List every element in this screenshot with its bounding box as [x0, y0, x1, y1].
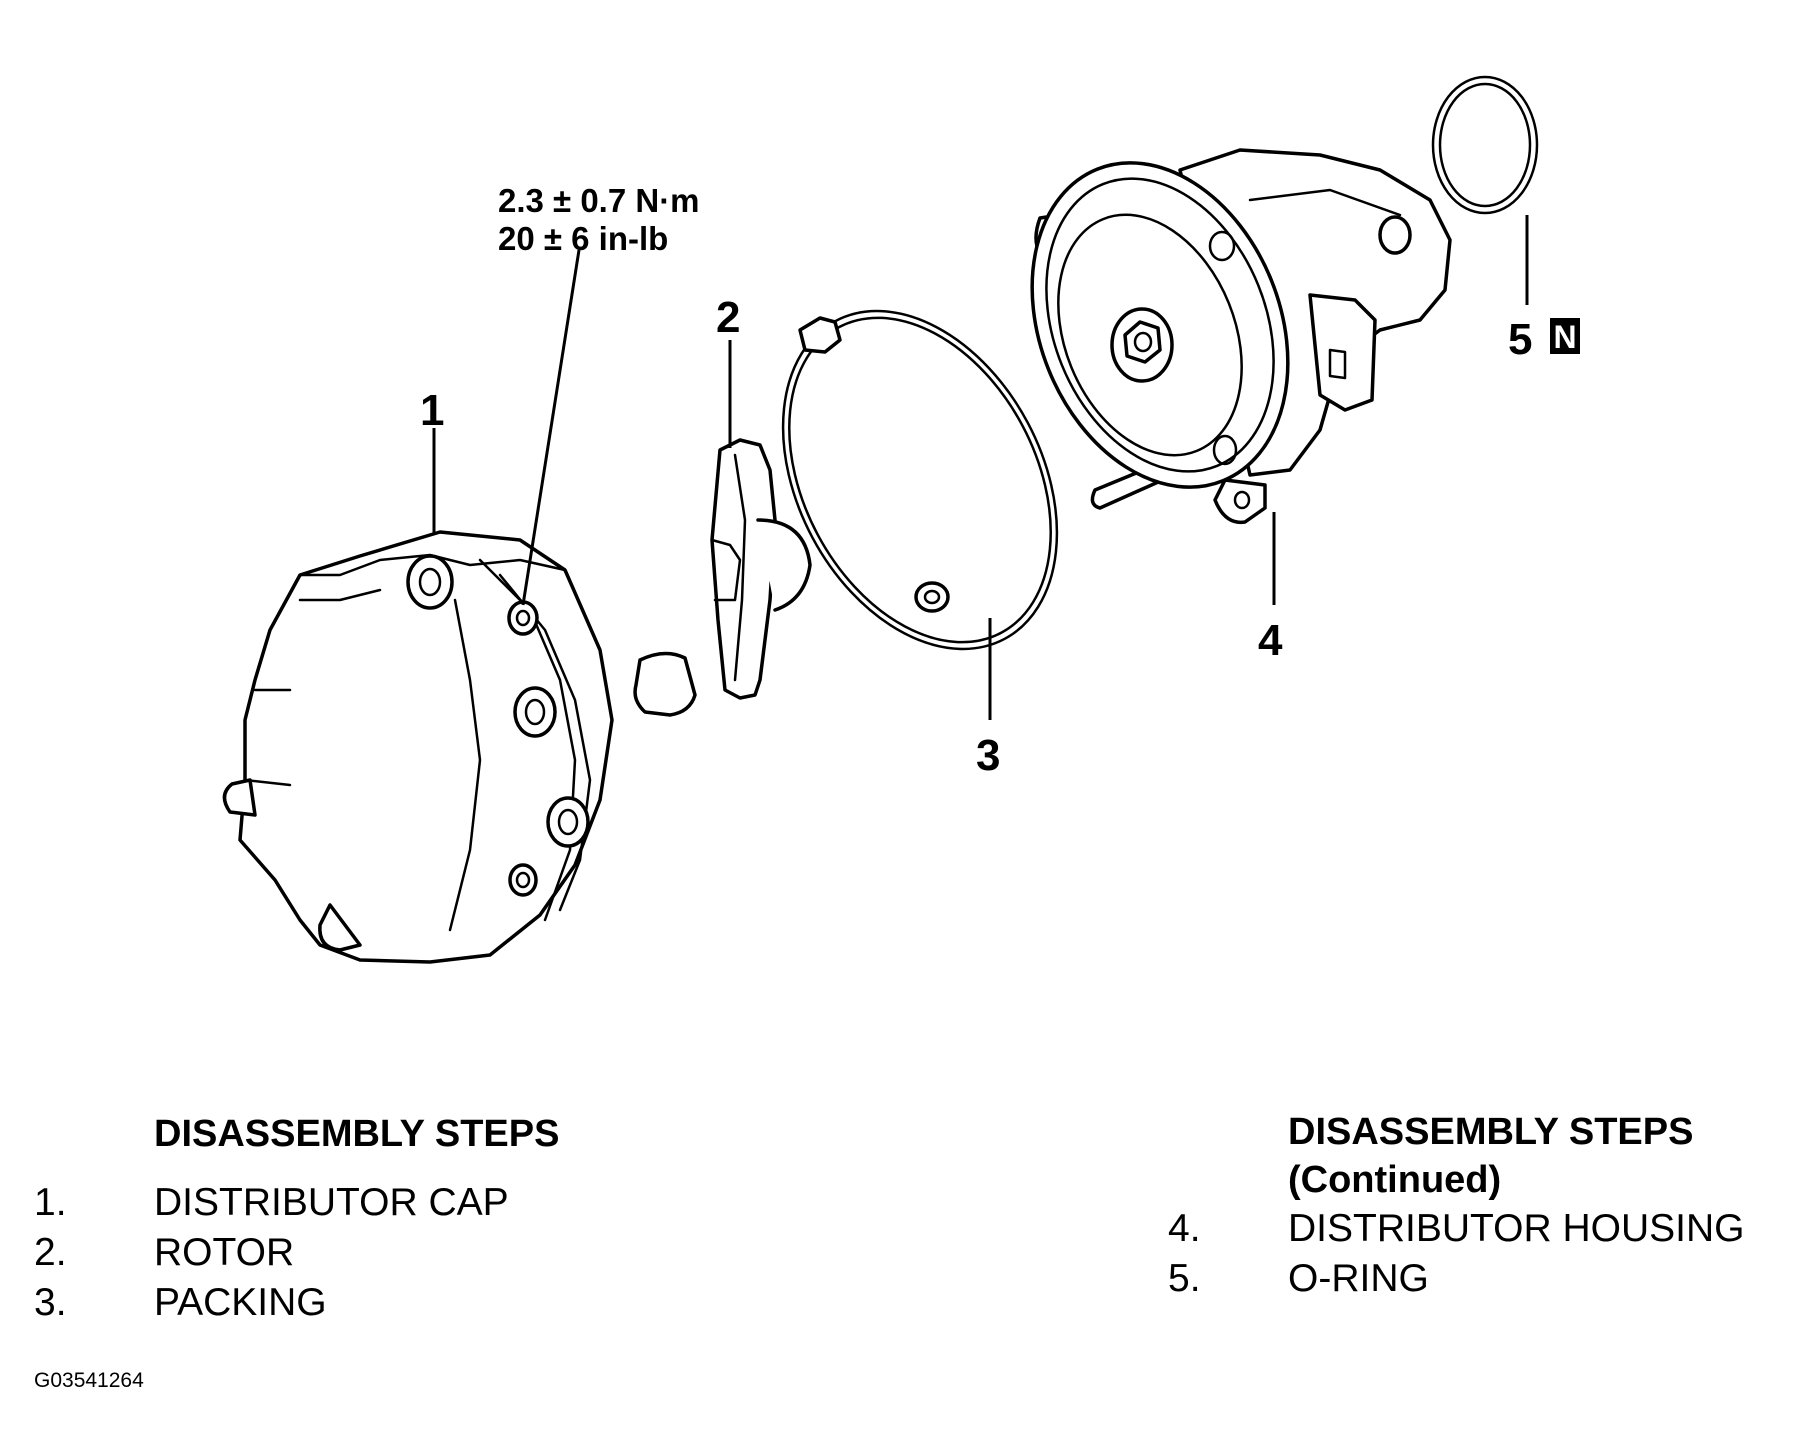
step-item: 5. O-RING — [1168, 1254, 1744, 1304]
step-item: 1. DISTRIBUTOR CAP — [34, 1178, 559, 1228]
packing-illustration — [781, 309, 1059, 651]
o-ring-illustration — [1431, 75, 1539, 215]
step-item: 4. DISTRIBUTOR HOUSING — [1168, 1204, 1744, 1254]
torque-spec-inlb: 20 ± 6 in-lb — [498, 220, 668, 257]
distributor-housing-illustration — [1030, 148, 1452, 525]
steps-subheading: (Continued) — [1288, 1159, 1502, 1201]
steps-heading: DISASSEMBLY STEPS — [1288, 1111, 1694, 1153]
callout-1: 1 — [420, 386, 444, 435]
callout-3: 3 — [976, 731, 1000, 780]
distributor-cap-illustration — [222, 530, 697, 964]
steps-heading: DISASSEMBLY STEPS — [154, 1113, 560, 1155]
leader-line-torque — [521, 249, 581, 606]
step-number: 1. — [34, 1181, 67, 1224]
step-label: PACKING — [154, 1281, 327, 1324]
callout-5: 5 — [1508, 315, 1532, 364]
step-label: ROTOR — [154, 1231, 295, 1274]
step-label: DISTRIBUTOR HOUSING — [1288, 1207, 1745, 1250]
figure-id: G03541264 — [34, 1369, 144, 1392]
step-item: 2. ROTOR — [34, 1228, 559, 1278]
steps-list-left: DISASSEMBLY STEPS 1. DISTRIBUTOR CAP 2. RO… — [34, 1110, 559, 1328]
step-label: DISTRIBUTOR CAP — [154, 1181, 509, 1224]
step-number: 3. — [34, 1281, 67, 1324]
torque-spec-nm: 2.3 ± 0.7 N·m — [498, 182, 700, 219]
new-part-badge — [1550, 318, 1580, 354]
rotor-illustration — [710, 438, 812, 700]
step-number: 5. — [1168, 1257, 1201, 1300]
step-number: 2. — [34, 1231, 67, 1274]
step-label: O-RING — [1288, 1257, 1429, 1300]
callout-4: 4 — [1258, 616, 1283, 665]
step-number: 4. — [1168, 1207, 1201, 1250]
callout-2: 2 — [716, 293, 740, 342]
step-item: 3. PACKING — [34, 1278, 559, 1328]
new-part-badge-letter: N — [1553, 319, 1576, 355]
steps-list-right: DISASSEMBLY STEPS (Continued) 4. DISTRIBU… — [1168, 1108, 1744, 1304]
